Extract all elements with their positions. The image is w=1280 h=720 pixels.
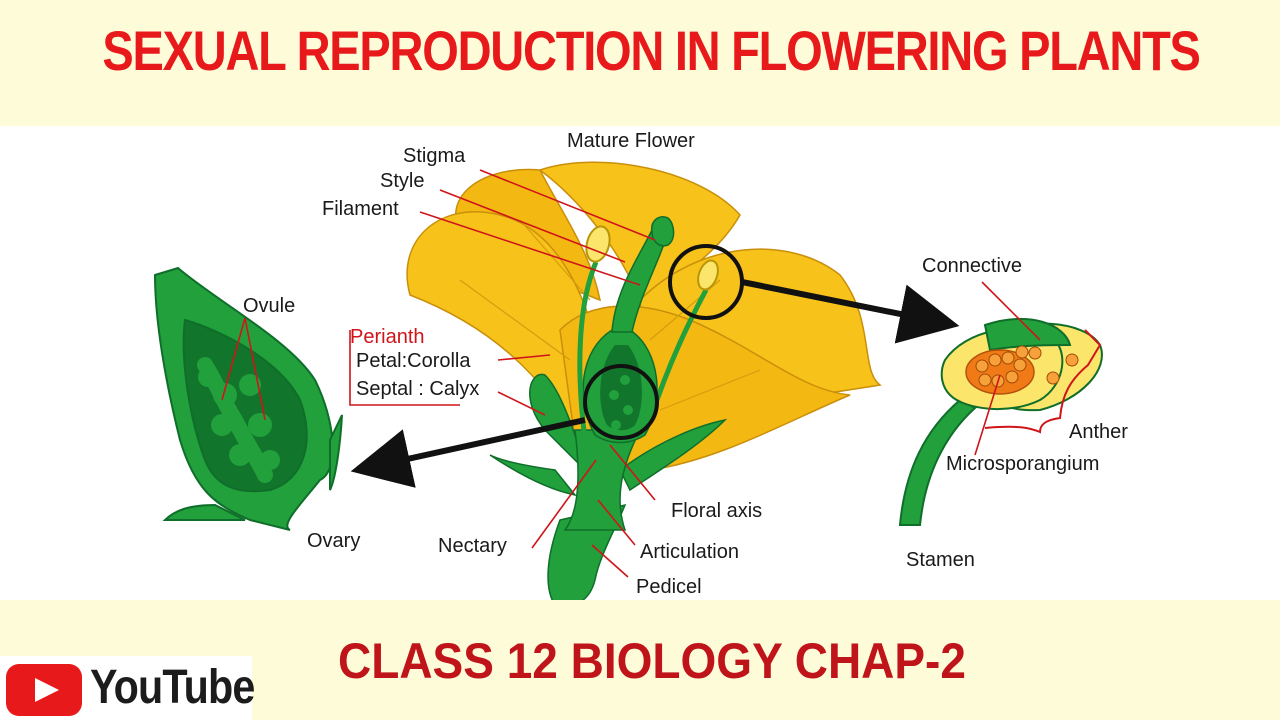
label-stamen: Stamen xyxy=(906,549,975,571)
label-microsporangium: Microsporangium xyxy=(946,453,1099,475)
youtube-wordmark: YouTube xyxy=(90,661,255,714)
subtitle-box xyxy=(264,600,1040,720)
label-style: Style xyxy=(380,170,424,192)
label-ovary: Ovary xyxy=(307,530,360,552)
label-ovule: Ovule xyxy=(243,295,295,317)
pollen-grains xyxy=(975,345,1079,388)
label-perianth: Perianth xyxy=(350,326,425,348)
filament-left xyxy=(577,261,599,441)
ovary-section xyxy=(153,266,343,531)
anther-right xyxy=(697,259,719,291)
ovary-chamber xyxy=(182,318,308,493)
label-septal-calyx: Septal : Calyx xyxy=(356,378,479,400)
label-pedicel: Pedicel xyxy=(636,576,702,598)
label-filament: Filament xyxy=(322,198,399,220)
label-connective: Connective xyxy=(922,255,1022,277)
sepal-lower-left xyxy=(489,454,577,497)
stamen-detail xyxy=(898,317,1103,526)
label-nectary: Nectary xyxy=(438,535,507,557)
sepal-right xyxy=(619,418,728,492)
label-mature-flower: Mature Flower xyxy=(567,130,695,152)
leader-lines xyxy=(221,169,1041,578)
zoom-circle-ovary xyxy=(583,364,659,440)
label-articulation: Articulation xyxy=(640,541,739,563)
page-title: SEXUAL REPRODUCTION IN FLOWERING PLANTS xyxy=(102,19,1201,82)
chapter-subtitle: CLASS 12 BIOLOGY CHAP-2 xyxy=(338,633,966,689)
anther-left xyxy=(585,225,611,263)
stigma xyxy=(651,216,675,247)
label-floral-axis: Floral axis xyxy=(671,500,762,522)
ovules xyxy=(198,367,280,470)
receptacle xyxy=(563,429,642,531)
arrow-to-ovary xyxy=(350,417,586,488)
label-anther: Anther xyxy=(1069,421,1128,443)
label-stigma: Stigma xyxy=(403,145,466,167)
arrow-to-stamen xyxy=(741,279,960,344)
youtube-play-icon xyxy=(6,664,82,716)
connective xyxy=(983,317,1072,352)
label-petal-corolla: Petal:Corolla xyxy=(356,350,471,372)
